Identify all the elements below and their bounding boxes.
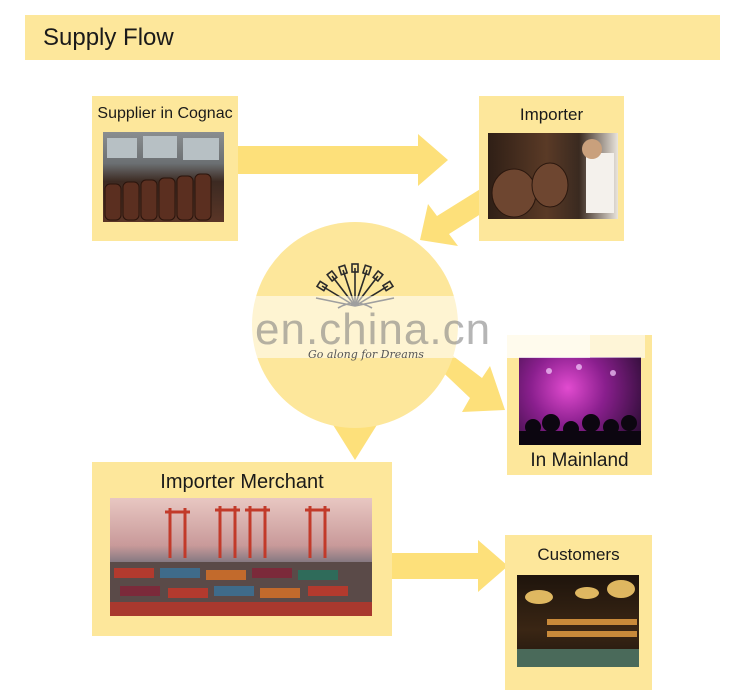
node-customers: Customers [505,535,652,690]
node-label-importer: Importer [519,105,584,124]
header-bar: Supply Flow [25,15,720,60]
importer-barrels-photo [488,133,618,219]
winery-barrels-photo [103,132,224,222]
node-label-merchant: Importer Merchant [160,471,324,493]
node-importer: Importer [479,96,624,241]
bar-interior-photo [517,575,639,667]
port-containers-photo [110,498,372,616]
node-mainland: In Mainland [507,335,652,475]
node-supplier: Supplier in Cognac [92,96,238,241]
crowd-illustration [519,364,641,445]
bar-illustration [517,580,639,667]
arrow-supplier-to-importer [238,134,448,186]
barrels-illustration [104,136,219,221]
node-label-customers: Customers [537,545,620,564]
watermark-band-right [505,330,645,358]
page-title: Supply Flow [43,24,174,51]
importer-illustration [491,139,614,218]
arrow-merchant-to-customers [392,540,508,592]
node-label-mainland: In Mainland [530,450,629,471]
center-logo-tagline: Go along for Dreams [308,348,424,361]
port-illustration [110,506,372,616]
node-merchant: Importer Merchant [92,462,392,636]
nightclub-photo [519,357,641,445]
node-label-supplier: Supplier in Cognac [97,105,233,122]
site-watermark: en.china.cn [255,305,492,354]
